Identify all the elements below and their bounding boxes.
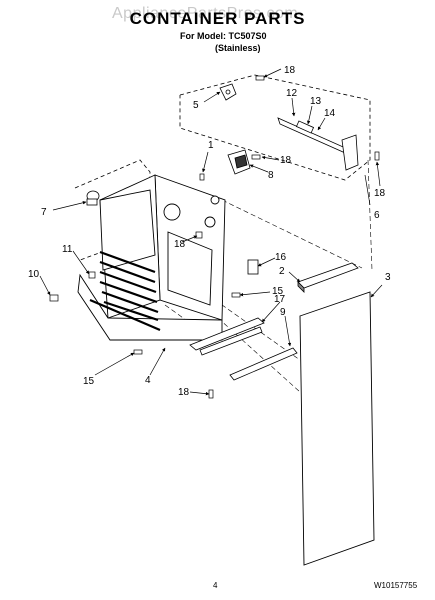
callout-10: 10 xyxy=(28,269,40,280)
callout-16: 16 xyxy=(275,252,287,263)
callout-8: 8 xyxy=(268,170,274,181)
callout-4: 4 xyxy=(145,375,151,386)
callout-14: 14 xyxy=(324,108,336,119)
diagram-title: CONTAINER PARTS xyxy=(129,9,306,28)
door-trim-part xyxy=(189,317,265,356)
page-number: 4 xyxy=(213,581,218,590)
callout-3: 3 xyxy=(385,272,391,283)
hinge-bracket-part xyxy=(219,83,237,101)
callout-17: 17 xyxy=(274,294,286,305)
dashed-outline-top xyxy=(179,74,371,181)
document-number: W10157755 xyxy=(374,581,418,590)
callout-1: 1 xyxy=(208,140,214,151)
watermark: AppliancePartsPros.com xyxy=(112,5,299,22)
callout-2: 2 xyxy=(279,266,285,277)
variant-line: (Stainless) xyxy=(215,43,261,53)
dashed-outline-left xyxy=(74,159,151,261)
callout-9: 9 xyxy=(280,307,286,318)
latch-part xyxy=(227,149,251,175)
callout-18-center: 18 xyxy=(174,239,186,250)
callout-18-latch: 18 xyxy=(280,155,292,166)
clip-part xyxy=(247,259,259,275)
callout-5: 5 xyxy=(193,100,199,111)
screw-fasteners xyxy=(49,75,380,399)
cabinet-stripes xyxy=(89,250,161,332)
callout-13: 13 xyxy=(310,96,322,107)
leader-lines xyxy=(39,68,383,396)
callout-15-right: 15 xyxy=(272,286,284,297)
callout-12: 12 xyxy=(286,88,298,99)
kick-plate-part xyxy=(229,347,298,381)
model-line: For Model: TC507S0 xyxy=(180,31,267,41)
callout-18-top: 18 xyxy=(284,65,296,76)
callout-11: 11 xyxy=(62,244,73,255)
knob-part xyxy=(86,190,100,206)
callout-7: 7 xyxy=(41,207,47,218)
callout-15-left: 15 xyxy=(83,376,95,387)
slide-rail-part xyxy=(277,117,359,171)
callout-6: 6 xyxy=(374,210,380,221)
door-panel-part xyxy=(299,291,375,566)
callout-18-bottom: 18 xyxy=(178,387,190,398)
handle-part xyxy=(297,262,359,293)
callout-18-right: 18 xyxy=(374,188,386,199)
cabinet-frame xyxy=(77,174,226,341)
